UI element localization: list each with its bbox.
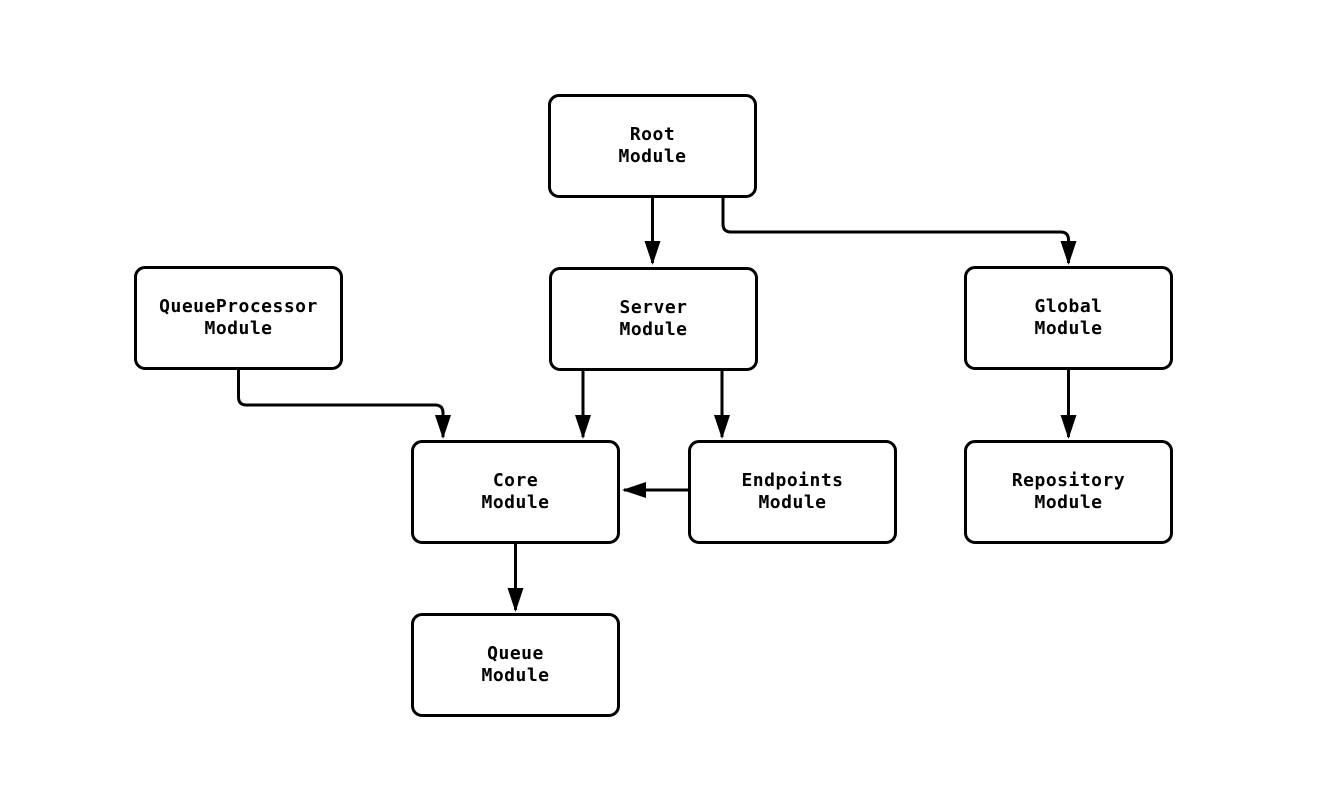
node-root-module-label: Root Module — [618, 124, 687, 167]
node-queueprocessor-module-label: QueueProcessor Module — [159, 296, 318, 339]
node-core-module-label: Core Module — [481, 470, 550, 513]
node-queue-module: Queue Module — [411, 613, 620, 717]
node-server-module: Server Module — [549, 267, 758, 371]
node-repository-module: Repository Module — [964, 440, 1173, 544]
node-global-module: Global Module — [964, 266, 1173, 370]
node-core-module: Core Module — [411, 440, 620, 544]
edge-root-to-global — [721, 198, 1077, 265]
node-server-module-label: Server Module — [619, 297, 688, 340]
node-endpoints-module-label: Endpoints Module — [741, 470, 844, 513]
edge-queueprocessor-to-core — [237, 370, 451, 439]
node-global-module-label: Global Module — [1034, 296, 1103, 339]
node-endpoints-module: Endpoints Module — [688, 440, 897, 544]
node-queueprocessor-module: QueueProcessor Module — [134, 266, 343, 370]
node-repository-module-label: Repository Module — [1011, 470, 1126, 513]
node-root-module: Root Module — [548, 94, 757, 198]
node-queue-module-label: Queue Module — [481, 643, 550, 686]
